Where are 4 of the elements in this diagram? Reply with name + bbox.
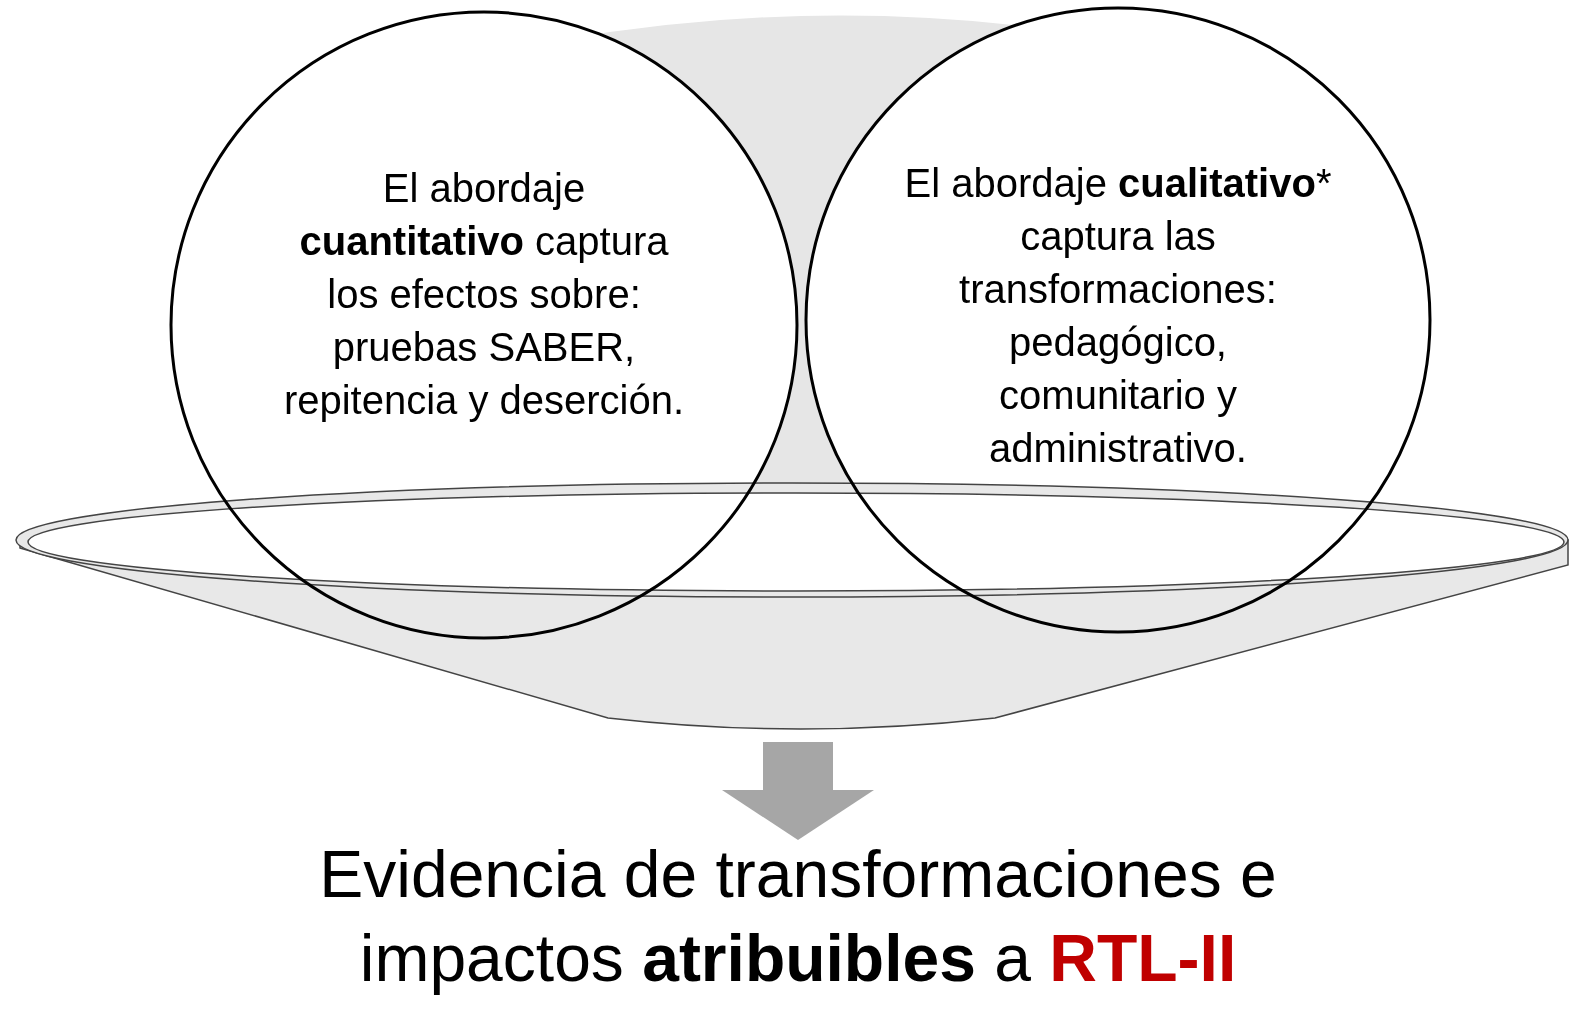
block-arrow — [722, 742, 874, 840]
conclusion-text: Evidencia de transformaciones e impactos atribuibles a RTL-II — [318, 836, 1278, 997]
circle-text: El abordaje cuantitativo captura los efectos sobre: pruebas SABER, repitencia y deserción. — [282, 165, 686, 424]
circle-text: El abordaje cualitativo* captura las transformaciones: pedagógico, comunitario y administrativo. — [903, 160, 1333, 472]
